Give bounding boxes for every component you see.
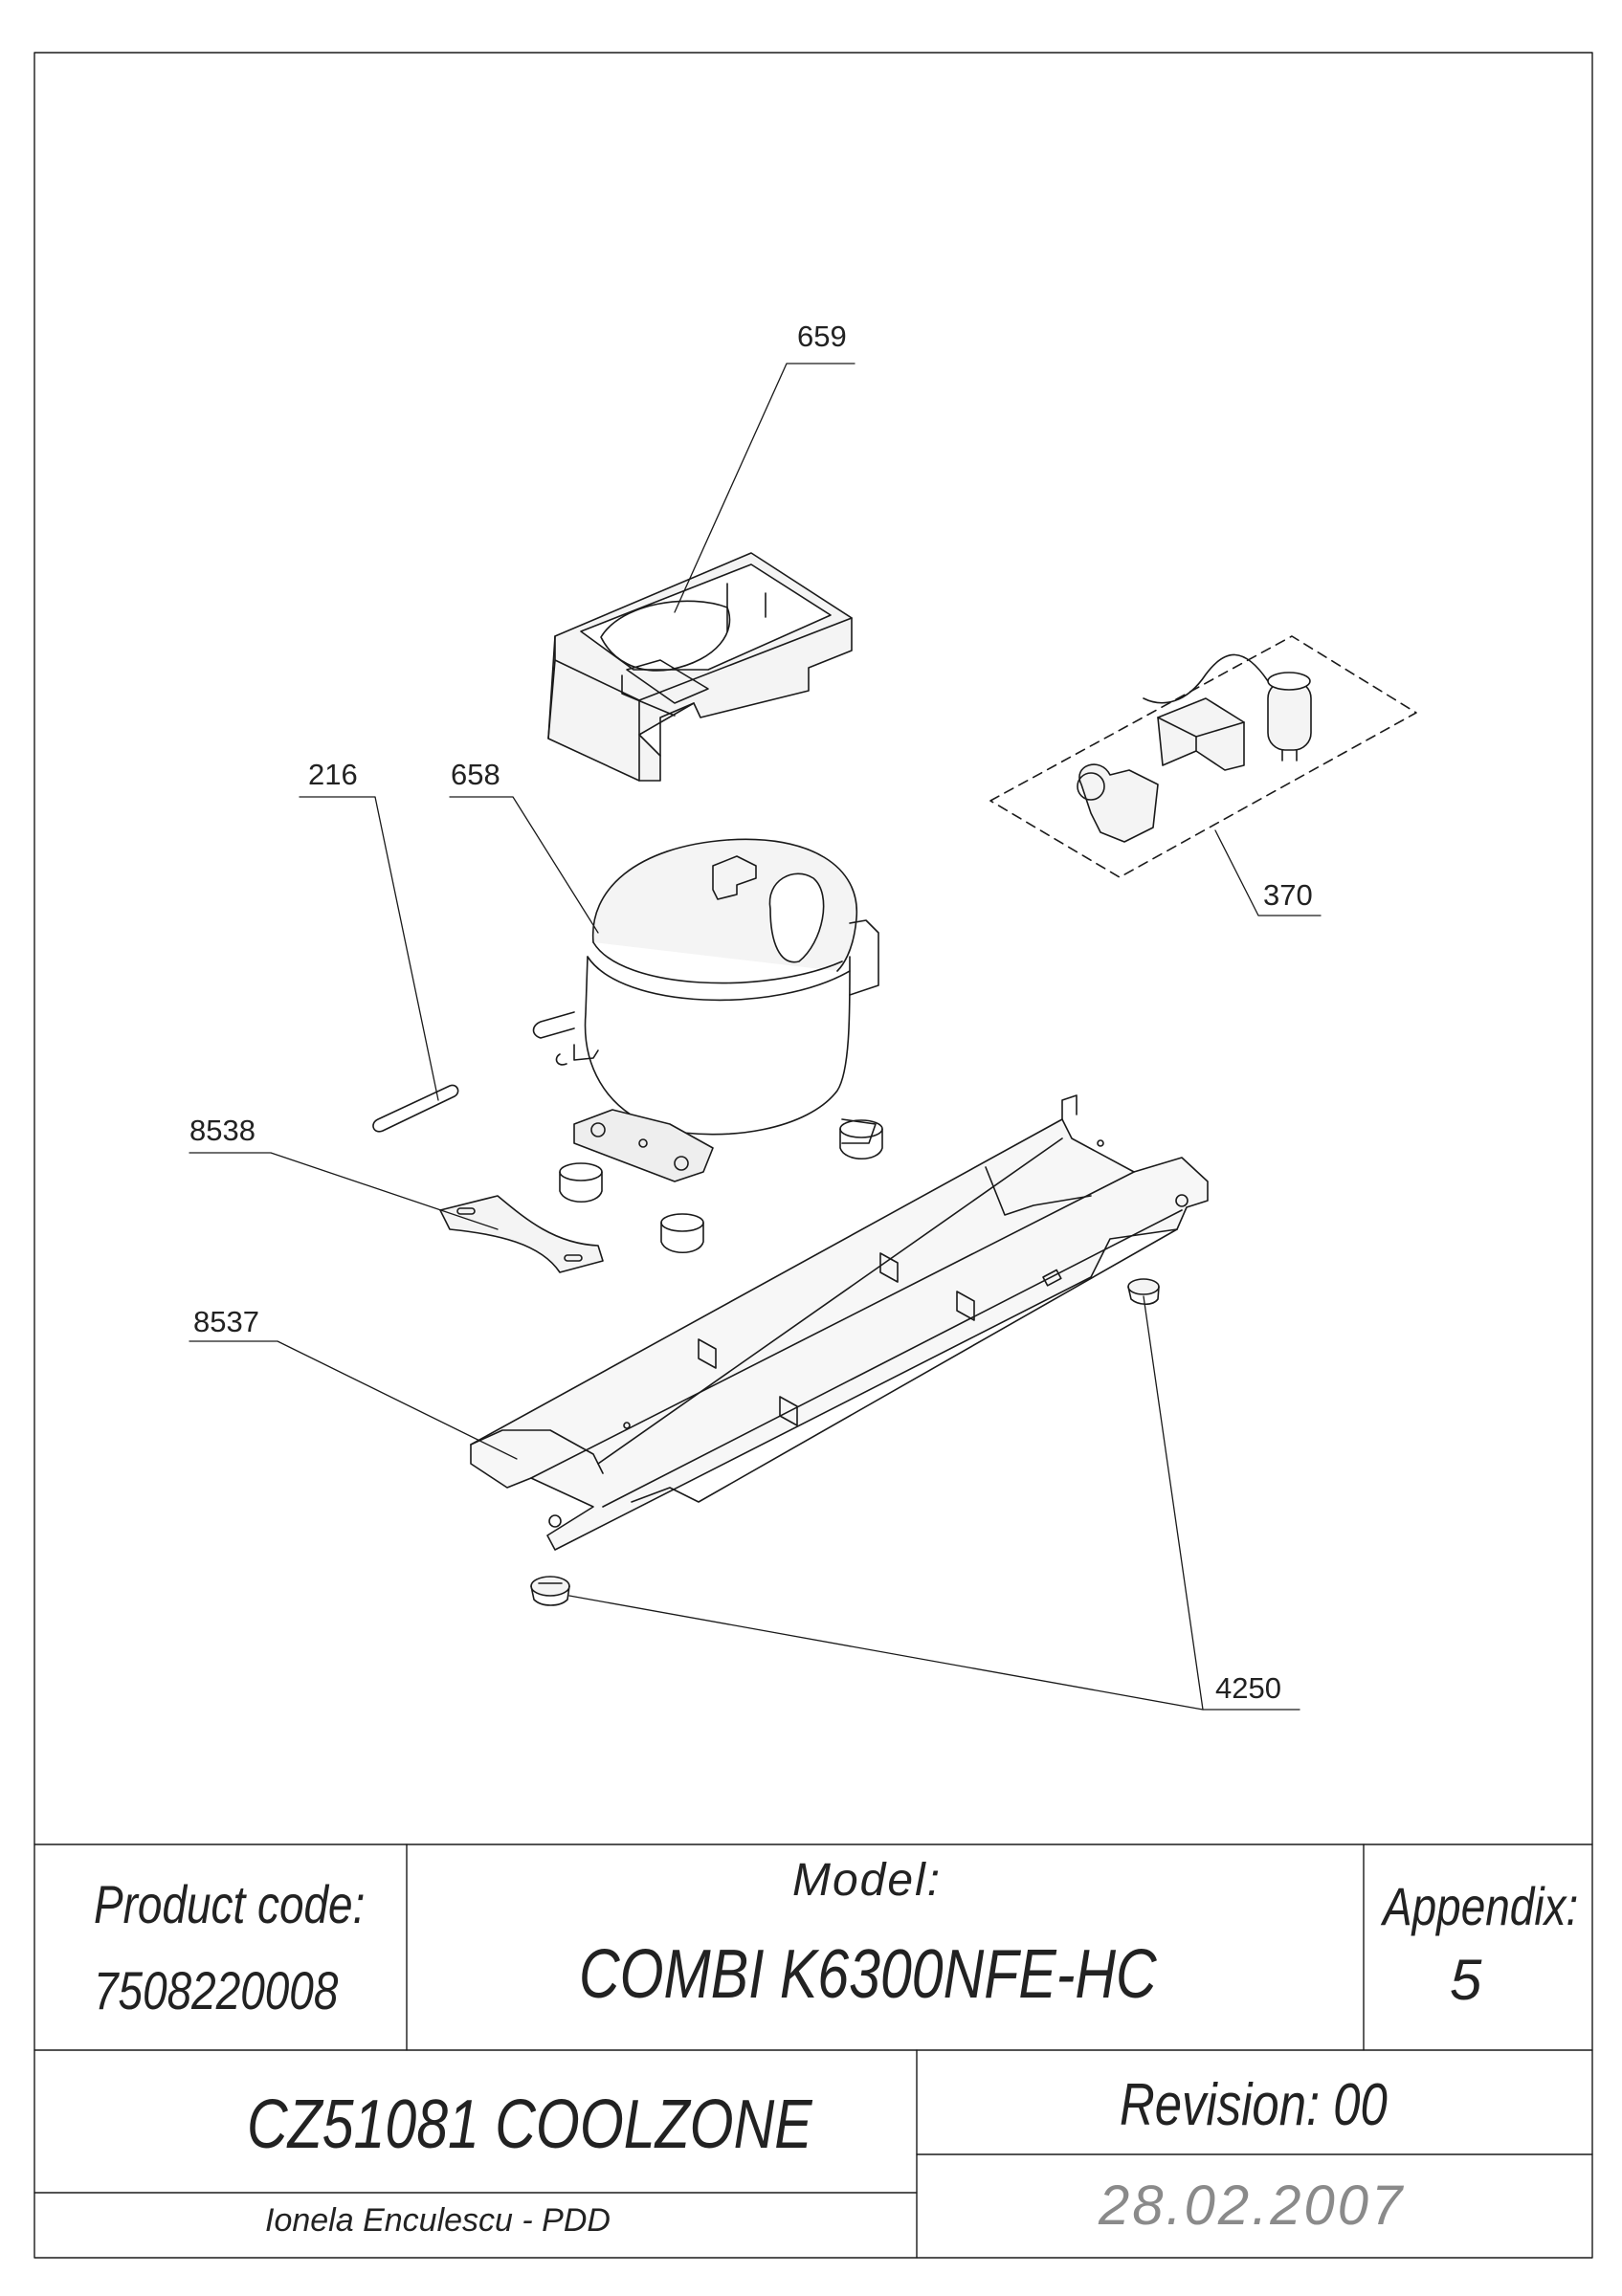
part-4250-clips — [530, 1278, 1160, 1606]
part-658-compressor — [532, 838, 879, 1182]
part-8537-base-plate — [470, 1094, 1209, 1551]
revision-date: 28.02.2007 — [1099, 2175, 1406, 2237]
callout-8537: 8537 — [193, 1305, 259, 1338]
model-label: Model: — [792, 1855, 943, 1906]
part-216-tube — [372, 1084, 459, 1133]
model-name: COMBI K6300NFE-HC — [579, 1936, 1157, 2013]
part-370-electrical-kit — [989, 635, 1417, 878]
product-code-label: Product code: — [94, 1874, 366, 1934]
appendix-number: 5 — [1450, 1948, 1482, 2012]
appendix-label: Appendix: — [1383, 1876, 1579, 1936]
revision: Revision: 00 — [1120, 2072, 1388, 2138]
callout-370: 370 — [1263, 878, 1313, 912]
callout-216: 216 — [308, 758, 358, 791]
callout-4250: 4250 — [1215, 1671, 1281, 1705]
callout-labels: 659 216 658 370 8538 8537 4250 — [189, 320, 1313, 1705]
callout-leaders — [189, 363, 1322, 1711]
callout-659: 659 — [797, 320, 847, 353]
callout-8538: 8538 — [189, 1114, 256, 1147]
document-name: CZ51081 COOLZONE — [247, 2086, 812, 2163]
product-code: 7508220008 — [94, 1960, 339, 2020]
author: Ionela Enculescu - PDD — [265, 2202, 611, 2239]
callout-658: 658 — [451, 758, 500, 791]
sheet-frame — [33, 52, 1593, 2259]
part-659-cover — [547, 552, 853, 782]
part-8538-strip — [439, 1195, 604, 1273]
rubber-grommets — [559, 1119, 883, 1253]
